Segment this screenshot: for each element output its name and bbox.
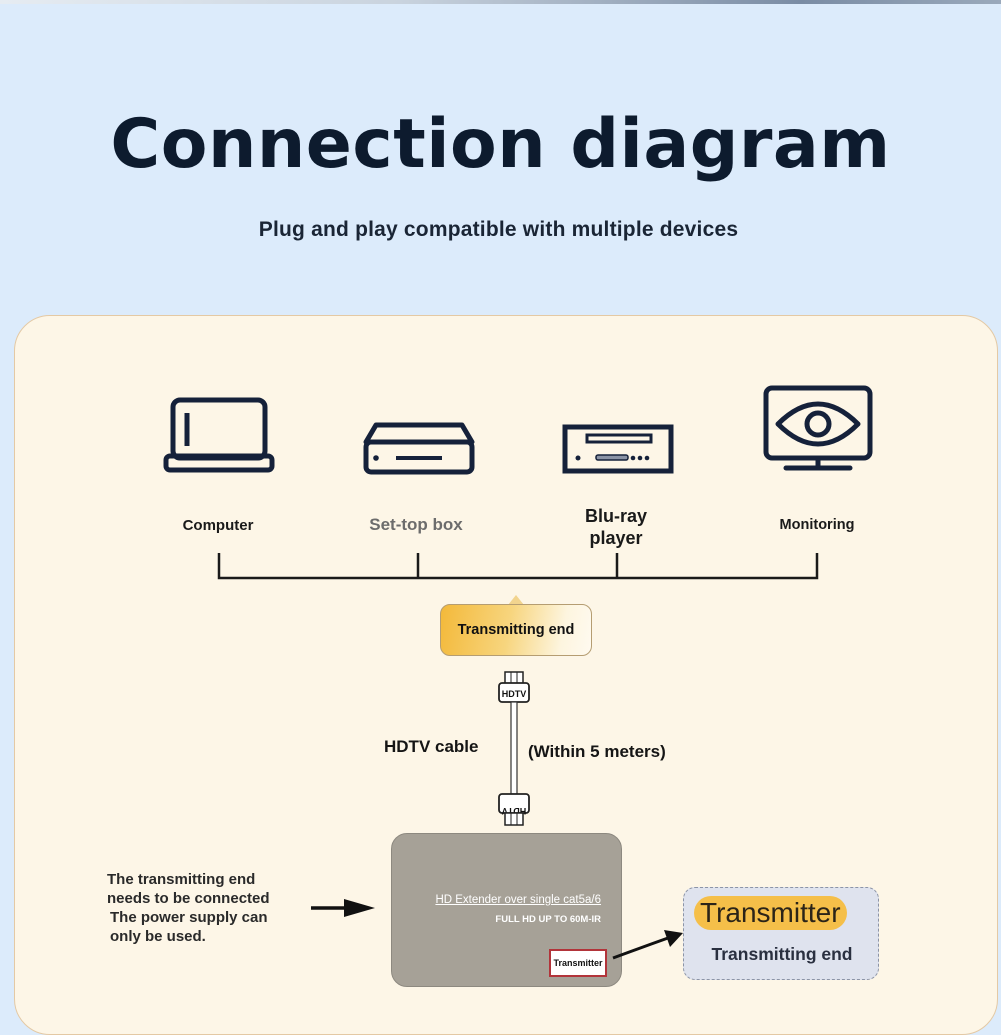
power-note-line: The power supply can xyxy=(110,909,268,926)
set-top-box-icon xyxy=(363,422,475,475)
power-note-line: needs to be connected xyxy=(107,890,270,907)
device-monitoring xyxy=(762,384,874,474)
laptop-icon xyxy=(163,397,275,473)
device-blu-ray-player xyxy=(562,424,674,474)
page-title: Connection diagram xyxy=(110,105,891,184)
extender-transmitter-tag: Transmitter xyxy=(549,949,607,977)
transmitting-end-bubble: Transmitting end xyxy=(440,604,592,656)
extender-spec-text: FULL HD UP TO 60M-IR xyxy=(495,914,601,925)
bubble-pointer xyxy=(508,595,524,605)
cable-length-note: (Within 5 meters) xyxy=(528,742,666,761)
monitor-eye-icon xyxy=(763,385,873,471)
blu-ray-player-icon xyxy=(562,424,674,474)
device-label-blu-ray-player: Blu-ray player xyxy=(584,506,647,548)
page-subtitle: Plug and play compatible with multiple d… xyxy=(258,218,739,241)
transmitter-title-badge: Transmitter xyxy=(694,896,847,930)
transmitter-subtitle: Transmitting end xyxy=(711,944,853,964)
hdtv-cable-label: HDTV cable xyxy=(384,737,479,756)
extender-tag-label: Transmitter xyxy=(553,958,603,968)
power-note-line: only be used. xyxy=(110,928,206,945)
device-set-top-box xyxy=(362,422,476,476)
power-supply-note: The transmitting end needs to be connect… xyxy=(107,870,317,946)
device-computer xyxy=(163,396,275,474)
power-note-line: The transmitting end xyxy=(107,871,256,888)
device-label-set-top-box: Set-top box xyxy=(369,515,463,534)
transmitter-card: Transmitter Transmitting end xyxy=(683,887,879,980)
hd-extender-device: HD Extender over single cat5a/6 FULL HD … xyxy=(391,833,622,987)
transmitting-end-label: Transmitting end xyxy=(457,622,575,638)
top-edge-bar xyxy=(0,0,1001,4)
device-label-monitoring: Monitoring xyxy=(779,517,855,533)
extender-model-text: HD Extender over single cat5a/6 xyxy=(435,894,601,906)
device-label-computer: Computer xyxy=(182,517,254,534)
